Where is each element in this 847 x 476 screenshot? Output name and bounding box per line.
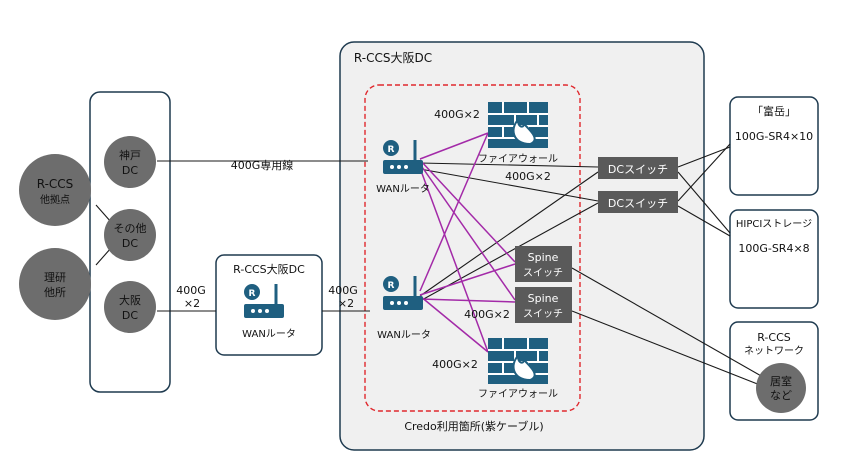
fugaku-spec: 100G-SR4×10 xyxy=(735,130,813,143)
small-dc-title: R-CCS大阪DC xyxy=(233,262,305,276)
router-label: WANルータ xyxy=(377,329,431,341)
network-title: R-CCS xyxy=(757,331,791,344)
small-dc-container xyxy=(215,254,323,356)
router-label: WANルータ xyxy=(242,328,296,340)
dc-switch-label: DCスイッチ xyxy=(608,163,668,176)
spine-switch-1: Spine スイッチ xyxy=(515,246,572,282)
dc-label: DC xyxy=(122,164,138,177)
room-circle: 居室 など xyxy=(756,363,806,413)
link-label: 400G×2 xyxy=(434,108,480,121)
site-circle-riken: 理研 他所 xyxy=(19,248,91,320)
site-label: 他所 xyxy=(44,286,66,299)
firewall-icon xyxy=(487,337,549,385)
link-label: ×2 xyxy=(184,297,200,310)
dc-circle-osaka: 大阪 DC xyxy=(104,281,156,333)
room-label: 居室 xyxy=(770,374,792,388)
dc-label: 大阪 xyxy=(119,293,141,307)
credo-cables xyxy=(419,132,516,353)
firewall-label: ファイアウォール xyxy=(478,388,558,400)
router-icon: R xyxy=(242,282,286,320)
dedicated-line-label: 400G専用線 xyxy=(231,158,294,172)
main-dc-title: R-CCS大阪DC xyxy=(354,51,432,65)
network-title: ネットワーク xyxy=(744,345,804,357)
fugaku-title: 「富岳」 xyxy=(752,104,796,118)
room-label: など xyxy=(770,389,792,402)
site-label: 他拠点 xyxy=(40,193,70,206)
dc-label: その他 xyxy=(114,222,147,235)
link-label: 400G xyxy=(328,284,358,297)
dc-label: 神戸 xyxy=(119,148,141,162)
spine-label: Spine xyxy=(528,251,559,264)
spine-switch-2: Spine スイッチ xyxy=(515,287,572,323)
router-icon: R xyxy=(381,138,425,176)
dc-switch-label: DCスイッチ xyxy=(608,197,668,210)
link-label: 400G xyxy=(176,284,206,297)
dc-switch-2: DCスイッチ xyxy=(598,191,678,213)
hpci-spec: 100G-SR4×8 xyxy=(738,242,809,255)
hpci-title: HIPCIストレージ xyxy=(736,219,812,230)
fugaku-box xyxy=(729,96,819,196)
site-circle-rccs: R-CCS 他拠点 xyxy=(19,154,91,226)
link-label: 400G×2 xyxy=(505,170,551,183)
hpci-box xyxy=(729,209,819,309)
site-label: 理研 xyxy=(44,271,66,284)
spine-label: スイッチ xyxy=(523,267,563,279)
firewall-label: ファイアウォール xyxy=(478,153,558,165)
dc-circle-kobe: 神戸 DC xyxy=(104,136,156,188)
left-dc-container xyxy=(89,91,171,393)
link-label: 400G×2 xyxy=(464,308,510,321)
router-badge: R xyxy=(388,145,395,155)
router-icon: R xyxy=(381,274,425,312)
link-label: 400G×2 xyxy=(432,358,478,371)
router-label: WANルータ xyxy=(376,183,430,195)
spine-label: Spine xyxy=(528,292,559,305)
link-label: ×2 xyxy=(338,297,354,310)
network-box xyxy=(729,321,819,421)
router-badge: R xyxy=(388,281,395,291)
site-label: R-CCS xyxy=(37,177,74,191)
dc-switch-1: DCスイッチ xyxy=(598,157,678,179)
dc-label: DC xyxy=(122,237,138,250)
router-badge: R xyxy=(249,289,256,299)
dc-label: DC xyxy=(122,309,138,322)
black-links xyxy=(95,143,764,386)
dc-circle-other: その他 DC xyxy=(104,209,156,261)
credo-caption: Credo利用箇所(紫ケーブル) xyxy=(404,419,543,433)
firewall-icon xyxy=(487,101,549,149)
spine-label: スイッチ xyxy=(523,308,563,320)
